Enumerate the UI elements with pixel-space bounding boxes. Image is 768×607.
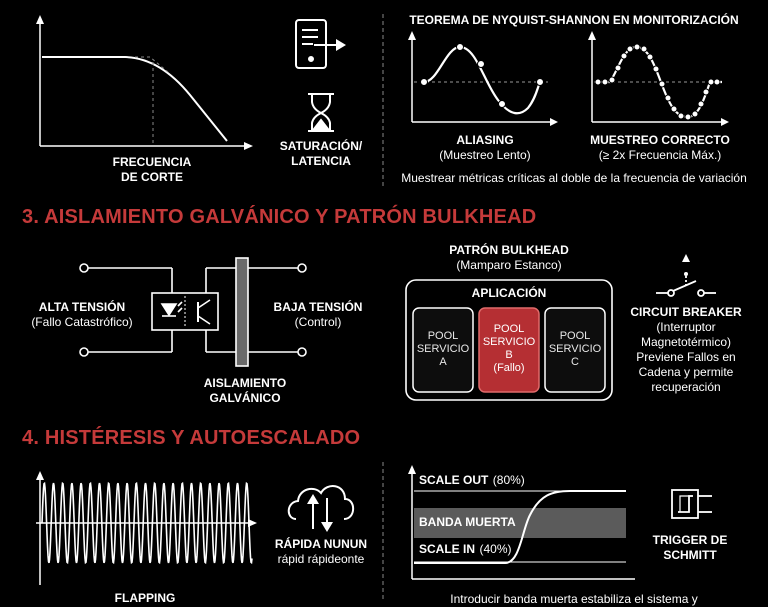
aliasing-label: ALIASING(Muestreo Lento) [439, 133, 531, 162]
flapping-label: FLAPPING [114, 591, 176, 605]
dead-band-label: BANDA MUERTA [419, 515, 516, 529]
flapping-chart [36, 471, 257, 585]
pool-a-box [412, 307, 474, 393]
scale-in-label: SCALE IN (40%) [419, 542, 512, 556]
nyquist-caption: Muestrear métricas críticas al doble de … [401, 171, 747, 185]
hourglass-icon [308, 93, 334, 132]
high-voltage-label: ALTA TENSIÓN(Fallo Catastrófico) [31, 300, 133, 329]
scale-out-label: SCALE OUT (80%) [419, 473, 525, 487]
low-voltage-label: BAJA TENSIÓN(Control) [273, 300, 363, 329]
schmitt-trigger-icon [671, 489, 712, 519]
bulkhead-diagram [405, 279, 613, 401]
circuit-breaker-icon [656, 254, 716, 297]
circuit-breaker-label: CIRCUIT BREAKER (Interruptor Magnetotérm… [630, 305, 742, 394]
nyquist-title: TEOREMA DE NYQUIST-SHANNON EN MONITORIZA… [409, 13, 739, 27]
section-4-title: 4. HISTÉRESIS Y AUTOESCALADO [22, 427, 361, 449]
correct-sampling-label: MUESTREO CORRECTO(≥ 2x Frecuencia Máx.) [590, 133, 730, 162]
section-3-title: 3. AISLAMIENTO GALVÁNICO Y PATRÓN BULKHE… [22, 206, 537, 228]
cloud-sync-icon [287, 485, 355, 532]
application-container [405, 279, 613, 401]
server-export-icon [295, 19, 346, 69]
aliasing-chart [408, 31, 558, 126]
pool-b-box [478, 307, 540, 393]
galvanic-isolation-circuit [79, 257, 307, 367]
lowpass-response-chart [36, 15, 253, 150]
dead-band [414, 508, 626, 538]
saturation-latency-label: SATURACIÓN/LATENCIA [279, 139, 363, 168]
pool-c-box [544, 307, 606, 393]
correct-sampling-chart [588, 31, 729, 126]
application-label: APLICACIÓN [471, 286, 547, 300]
bulkhead-title: PATRÓN BULKHEAD(Mamparo Estanco) [449, 243, 569, 272]
hysteresis-chart [408, 465, 635, 580]
